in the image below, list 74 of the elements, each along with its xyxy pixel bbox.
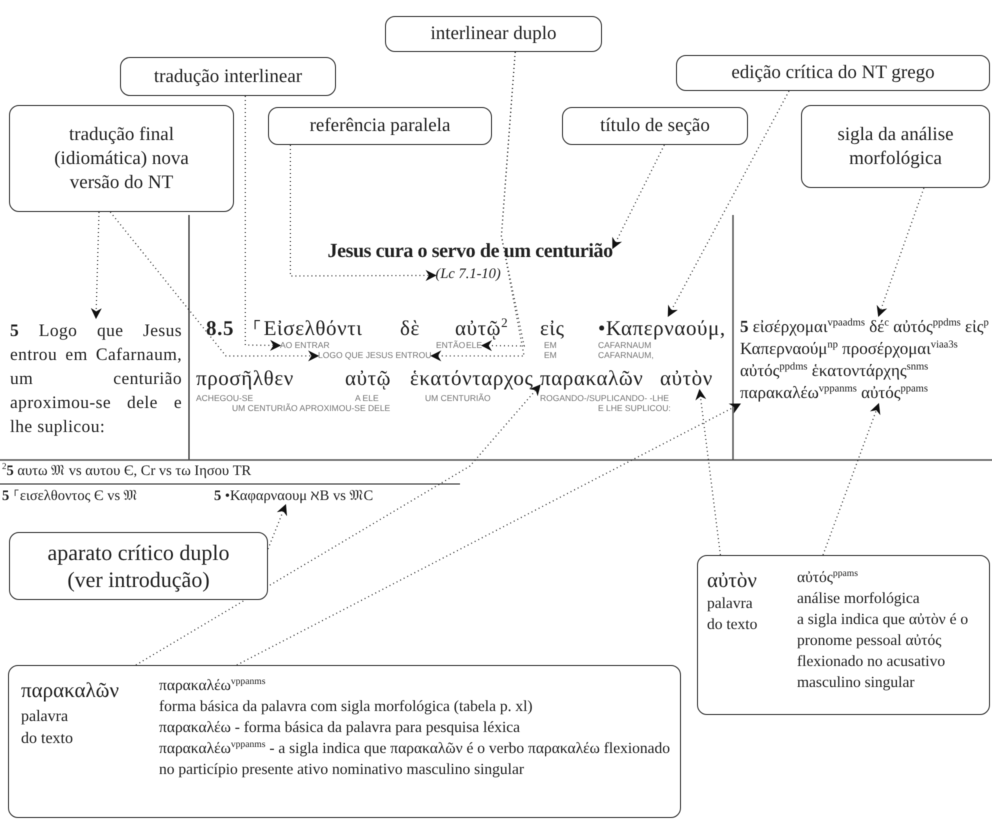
interlinear-gloss: LOGO QUE JESUS ENTROU (318, 351, 432, 360)
greek-word: αὐτῷ (345, 366, 392, 390)
leader-arrow (695, 388, 721, 556)
callout-box (9, 532, 268, 600)
callout-box (801, 105, 990, 188)
callout-label: tradução interlinear (154, 64, 302, 88)
greek-word: εἰς (540, 316, 565, 340)
callout-box (120, 57, 336, 96)
translation-paragraph: 5 Logo que Jesus entrou em Cafarnaum, um centurião aproximou-se dele e lhe suplicou: (10, 318, 182, 438)
explanation: παρακαλέω$^{vppanms}$ - a sigla indica que παρακαλῶν é o verbo παρακαλέω flexionado no particípio presente ativo nominativo masculino singular (159, 739, 672, 780)
interlinear-gloss: ACHEGOU-SE (196, 394, 254, 403)
interlinear-gloss: EM (544, 351, 557, 360)
callout-label: referência paralela (310, 114, 450, 138)
callout-label: interlinear duplo (430, 22, 557, 46)
explanation: a sigla indica que αὐτὸν é o pronome pessoal αὐτός flexionado no acusativo masculino singular (797, 610, 969, 693)
leader-arrow (267, 504, 288, 550)
callout-label: título de seção (600, 114, 710, 138)
callout-box (697, 555, 990, 715)
verse-number: 8.5 (206, 316, 234, 340)
section-title: Jesus cura o servo de um centurião (328, 240, 613, 263)
leader-arrow (136, 384, 541, 666)
apparatus-entry: 5 •Καφαρναουμ ℵB vs 𝔐C (214, 487, 374, 505)
leader-arrow (244, 96, 282, 351)
callout-box (562, 107, 748, 145)
interlinear-gloss: CAFARNAUM, (598, 351, 654, 360)
leader-arrow (822, 402, 880, 556)
parallel-reference: (Lc 7.1-10) (436, 266, 501, 283)
interlinear-gloss: ROGANDO-/SUPLICANDO- -LHE (540, 394, 669, 403)
apparatus-entry: $^{2}$5 αυτω 𝔐 vs αυτου Є, Cr vs τω Ιησου TR (2, 462, 252, 480)
explanation: análise morfológica (797, 589, 921, 609)
callout-label: sigla da análise morfológica (836, 122, 955, 170)
callout-box (9, 105, 234, 212)
headword-caption: palavra do texto (21, 707, 74, 749)
greek-word: •Καπερναούμ, (598, 316, 726, 340)
apparatus-entry: 5 ⸀εισελθοντος Є vs 𝔐 (2, 487, 138, 505)
interlinear-gloss: E LHE SUPLICOU: (598, 404, 671, 413)
leader-arrow (290, 145, 437, 281)
headword: παρακαλῶν (21, 677, 120, 704)
callout-label: edição crítica do NT grego (731, 61, 935, 85)
greek-word: ἑκατόνταρχος (410, 366, 534, 390)
interlinear-gloss: UM CENTURIÃO (425, 394, 491, 403)
callout-box (268, 107, 492, 145)
greek-word: παρακαλῶν (540, 366, 644, 390)
headword-caption: palavra do texto (707, 594, 758, 635)
explanation: forma básica da palavra com sigla morfológica (tabela p. xl) (159, 697, 534, 717)
leader-arrow (668, 90, 790, 317)
callout-label: aparato crítico duplo (ver introdução) (46, 538, 231, 594)
lemma-with-tag: αὐτός$^{ppams}$ (797, 568, 969, 589)
leader-arrow (876, 188, 924, 318)
headword: αὐτὸν (707, 567, 758, 594)
explanation: παρακαλέω - forma básica da palavra para pesquisa léxica (159, 718, 522, 738)
leader-arrow (110, 212, 320, 362)
greek-word: αὐτὸν (660, 366, 713, 390)
interlinear-gloss: ELE (466, 341, 482, 350)
greek-word: αὐτῷ$^{2}$ (455, 316, 508, 340)
leader-arrow (612, 144, 665, 250)
interlinear-gloss: A ELE (355, 394, 379, 403)
interlinear-gloss: ENTÃO (436, 341, 466, 350)
leader-arrow (236, 403, 741, 666)
callout-box (676, 55, 990, 91)
callout-box (8, 665, 681, 818)
greek-word: προσῆλθεν (196, 366, 294, 390)
morphology-column: 5 εἰσέρχομαι$^{vpaadms}$ δέ$^{c}$ αὐτός$^{ppdms}$ εἰς$^{p}$ Καπερναούμ$^{np}$ προσέρχομαι$^{viaa3s}$ αὐτός$^{ppdms}$ ἑκατοντάρχης$^{snms}$ παρακαλέω$^{vppanms}$ αὐτός$^{ppams}$ (740, 316, 992, 404)
interlinear-gloss: CAFARNAUM (598, 341, 652, 350)
interlinear-gloss: UM CENTURIÃO APROXIMOU-SE DELE (232, 404, 390, 413)
leader-arrow (430, 52, 525, 362)
callout-box (385, 16, 602, 52)
greek-word: ⸀Εἰσελθόντι (252, 316, 363, 340)
leader-arrow (90, 212, 102, 320)
interlinear-gloss: AO ENTRAR (280, 341, 330, 350)
callout-label: tradução final (idiomática) nova versão do NT (53, 122, 190, 194)
greek-word: δὲ (400, 316, 420, 340)
interlinear-gloss: EM (544, 341, 557, 350)
lemma-with-tag: παρακαλέω$^{vppanms}$ (159, 676, 674, 697)
